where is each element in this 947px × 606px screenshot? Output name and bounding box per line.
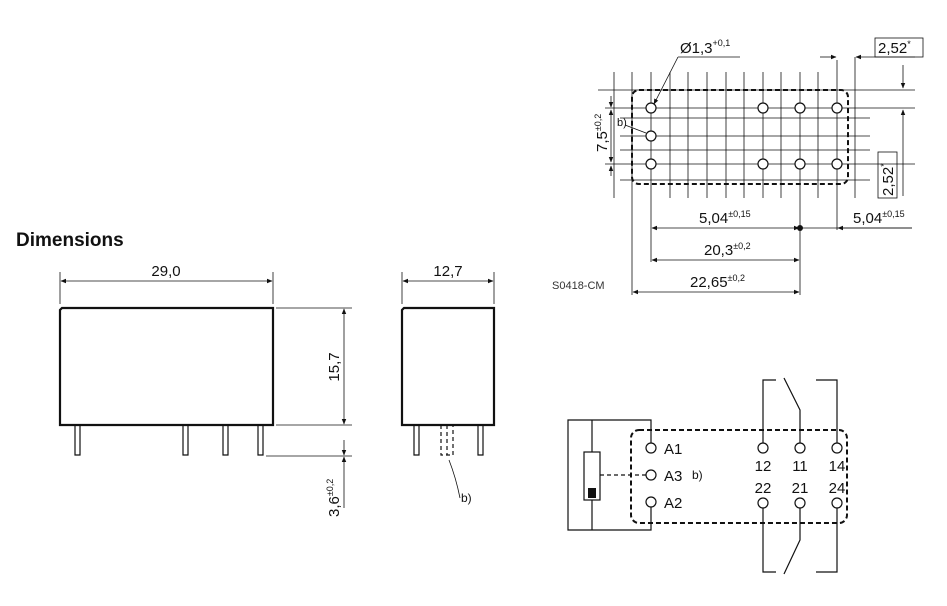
- row-span-dimension: 7,5±0,2: [593, 114, 611, 152]
- contact-24: 24: [829, 480, 846, 497]
- side-view: 12,7 b): [400, 263, 496, 505]
- pin-length-dimension: 3,6±0,2: [325, 479, 343, 517]
- offset-right-dimension: 5,04±0,15: [853, 209, 905, 227]
- a3-note: b): [692, 468, 703, 482]
- pin: [182, 425, 189, 456]
- pin-hole: [757, 158, 769, 170]
- pin-hole: [645, 158, 657, 170]
- hole-diameter: Ø1,3+0,1: [680, 38, 730, 57]
- relay-body-front: [58, 306, 275, 427]
- pin-hole: [831, 102, 843, 114]
- contact-22: 22: [755, 480, 772, 497]
- pin: [477, 425, 484, 456]
- grid-side-dimension: 2,52*: [879, 163, 897, 196]
- width-dimension: 12,7: [433, 263, 462, 280]
- pin: [74, 425, 81, 456]
- grid-top-dimension: 2,52*: [878, 39, 911, 57]
- relay-outline: [631, 89, 849, 185]
- drawing-code: S0418-CM: [552, 280, 605, 292]
- pin-hole: [757, 102, 769, 114]
- contact-11: 11: [792, 458, 808, 475]
- pin: [222, 425, 229, 456]
- reference-point: [797, 225, 803, 231]
- pin-hole-a3: [645, 130, 657, 142]
- grid-dimension-box: [877, 151, 898, 199]
- side-view-note: b): [461, 491, 472, 505]
- coil-pin-a2: A2: [664, 495, 682, 512]
- span-outer-dimension: 22,65±0,2: [690, 273, 745, 291]
- pcb-note: b): [617, 117, 627, 129]
- height-dimension: 15,7: [326, 352, 343, 381]
- pin-hole: [794, 158, 806, 170]
- pin-hole: [831, 158, 843, 170]
- coil-pin-a3: A3: [664, 468, 682, 485]
- relay-outline-schematic: [630, 429, 848, 524]
- span-inner-dimension: 20,3±0,2: [704, 241, 751, 259]
- front-view: 29,0 15,7 3,6±0,2: [58, 263, 352, 517]
- contact-12: 12: [755, 458, 772, 475]
- contact-14: 14: [829, 458, 846, 475]
- contact-21: 21: [792, 480, 809, 497]
- length-dimension: 29,0: [151, 263, 180, 280]
- coil-pin-a1: A1: [664, 441, 682, 458]
- page-title: Dimensions: [16, 230, 124, 251]
- pin: [257, 425, 264, 456]
- wiring-schematic: A1 A3 b) A2 12 11 14 22 21 24: [567, 377, 848, 575]
- relay-body-side: [400, 306, 496, 427]
- pcb-layout: Ø1,3+0,1 b) 7,5±0,2 2,52* 2,52* 5,04±: [552, 37, 924, 295]
- pin: [413, 425, 420, 456]
- pin-hole: [794, 102, 806, 114]
- pin-hole: [645, 102, 657, 114]
- offset-left-dimension: 5,04±0,15: [699, 209, 751, 227]
